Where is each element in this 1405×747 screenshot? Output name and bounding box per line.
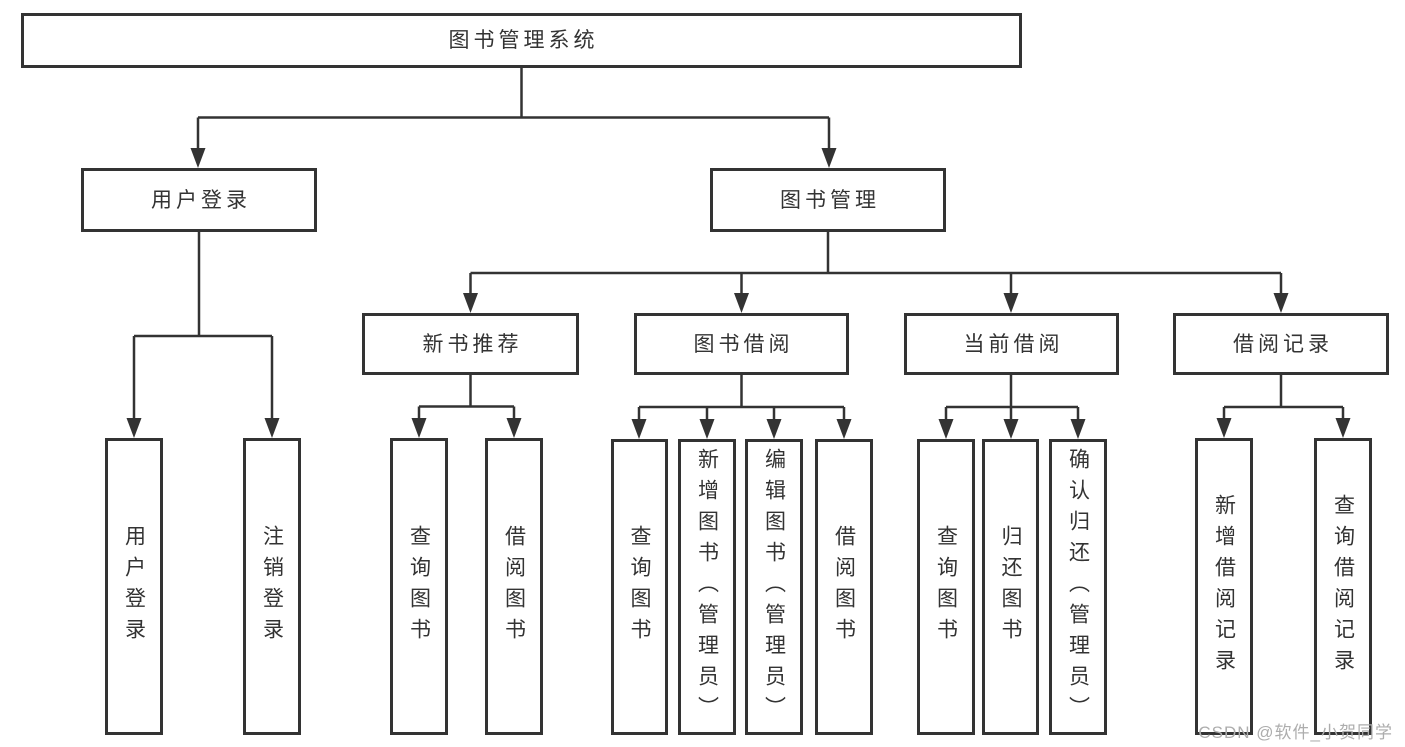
arrowhead: [766, 419, 782, 439]
arrowhead: [836, 419, 852, 439]
connector-borrow-records: [1216, 375, 1351, 438]
leaf-borrow-book-recommend: 借阅图书: [485, 438, 543, 735]
node-user-login: 用户登录: [81, 168, 317, 232]
arrowhead: [190, 148, 206, 168]
arrowhead: [463, 293, 478, 313]
leaf-query-book-recommend-label: 查询图书: [407, 524, 431, 649]
arrowhead: [1003, 419, 1019, 439]
arrowhead: [1335, 418, 1351, 438]
arrowhead: [938, 419, 954, 439]
leaf-return-book: 归还图书: [982, 439, 1039, 735]
leaf-query-borrow-record: 查询借阅记录: [1314, 438, 1372, 735]
node-root: 图书管理系统: [21, 13, 1022, 68]
leaf-add-book-admin-label: 新增图书（管理员）: [695, 447, 719, 727]
arrowhead: [699, 419, 715, 439]
node-borrow-records: 借阅记录: [1173, 313, 1389, 375]
arrowhead: [821, 148, 837, 168]
leaf-query-book-borrow: 查询图书: [611, 439, 668, 735]
leaf-edit-book-admin: 编辑图书（管理员）: [745, 439, 803, 735]
leaf-user-login: 用户登录: [105, 438, 163, 735]
leaf-borrow-book-label: 借阅图书: [832, 525, 856, 649]
leaf-add-book-admin: 新增图书（管理员）: [678, 439, 736, 735]
node-book-borrow: 图书借阅: [634, 313, 849, 375]
csdn-watermark: CSDN @软件_小贺同学: [1198, 723, 1393, 742]
leaf-logout-label: 注销登录: [260, 524, 284, 649]
leaf-edit-book-admin-label: 编辑图书（管理员）: [762, 447, 786, 727]
leaf-add-borrow-record-label: 新增借阅记录: [1212, 493, 1236, 680]
leaf-confirm-return-admin-label: 确认归还（管理员）: [1066, 447, 1090, 727]
arrowhead: [631, 419, 647, 439]
connector-user-login: [126, 232, 280, 438]
leaf-query-book-current: 查询图书: [917, 439, 975, 735]
leaf-confirm-return-admin: 确认归还（管理员）: [1049, 439, 1107, 735]
leaf-return-book-label: 归还图书: [999, 525, 1022, 649]
leaf-user-login-label: 用户登录: [122, 524, 146, 649]
connector-current-borrow: [938, 375, 1086, 439]
node-book-borrow-label: 图书借阅: [693, 332, 794, 356]
leaf-borrow-book: 借阅图书: [815, 439, 873, 735]
node-new-book-recommend-label: 新书推荐: [422, 332, 523, 356]
node-user-login-label: 用户登录: [151, 188, 251, 212]
arrowhead: [1273, 293, 1289, 313]
connector-new-book-rec: [411, 375, 522, 438]
arrowhead: [1070, 419, 1086, 439]
connector-book-borrow: [631, 375, 852, 439]
node-book-management: 图书管理: [710, 168, 946, 232]
node-new-book-recommend: 新书推荐: [362, 313, 579, 375]
leaf-borrow-book-recommend-label: 借阅图书: [502, 524, 526, 649]
leaf-query-borrow-record-label: 查询借阅记录: [1331, 493, 1355, 680]
arrowhead: [264, 418, 280, 438]
leaf-query-book-current-label: 查询图书: [934, 525, 958, 649]
node-borrow-records-label: 借阅记录: [1233, 332, 1333, 356]
node-current-borrow: 当前借阅: [904, 313, 1119, 375]
arrowhead: [506, 418, 522, 438]
arrowhead: [126, 418, 142, 438]
node-book-management-label: 图书管理: [780, 188, 880, 212]
arrowhead: [1216, 418, 1232, 438]
leaf-add-borrow-record: 新增借阅记录: [1195, 438, 1253, 735]
connector-root: [190, 68, 837, 168]
leaf-query-book-borrow-label: 查询图书: [628, 525, 651, 649]
arrowhead: [1003, 293, 1019, 313]
node-current-borrow-label: 当前借阅: [963, 332, 1064, 356]
leaf-query-book-recommend: 查询图书: [390, 438, 448, 735]
arrowhead: [411, 418, 427, 438]
connector-book-mgmt: [463, 232, 1289, 313]
node-root-label: 图书管理系统: [448, 29, 599, 52]
leaf-logout: 注销登录: [243, 438, 301, 735]
arrowhead: [734, 293, 749, 313]
